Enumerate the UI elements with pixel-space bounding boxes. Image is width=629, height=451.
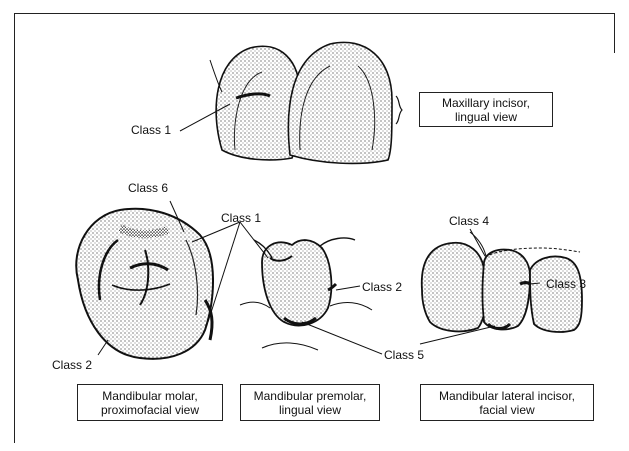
caption-maxillary-incisor: Maxillary incisor, lingual view: [419, 92, 553, 127]
caption-molar-line2: proximofacial view: [101, 403, 199, 417]
label-class5: Class 5: [384, 348, 424, 362]
label-class4: Class 4: [449, 214, 489, 228]
label-class3: Class 3: [546, 277, 586, 291]
caption-lateral-line1: Mandibular lateral incisor,: [439, 389, 575, 403]
caption-mandibular-lateral-incisor: Mandibular lateral incisor, facial view: [420, 384, 594, 421]
label-class6: Class 6: [128, 181, 168, 195]
caption-mandibular-molar: Mandibular molar, proximofacial view: [77, 384, 223, 421]
caption-maxillary-line2: lingual view: [442, 110, 530, 124]
caption-lateral-line2: facial view: [439, 403, 575, 417]
label-class1-mandibular: Class 1: [221, 211, 261, 225]
caption-premolar-line2: lingual view: [254, 403, 367, 417]
mandibular-molar-illustration: [76, 201, 213, 359]
maxillary-incisor-illustration: [180, 42, 402, 163]
caption-premolar-line1: Mandibular premolar,: [254, 389, 367, 403]
label-class2-premolar: Class 2: [362, 280, 402, 294]
caption-molar-line1: Mandibular molar,: [101, 389, 199, 403]
label-class2-molar: Class 2: [52, 358, 92, 372]
mandibular-premolar-illustration: [240, 238, 372, 350]
caption-mandibular-premolar: Mandibular premolar, lingual view: [240, 384, 380, 421]
label-class1-maxillary: Class 1: [131, 123, 171, 137]
caption-maxillary-line1: Maxillary incisor,: [442, 96, 530, 110]
